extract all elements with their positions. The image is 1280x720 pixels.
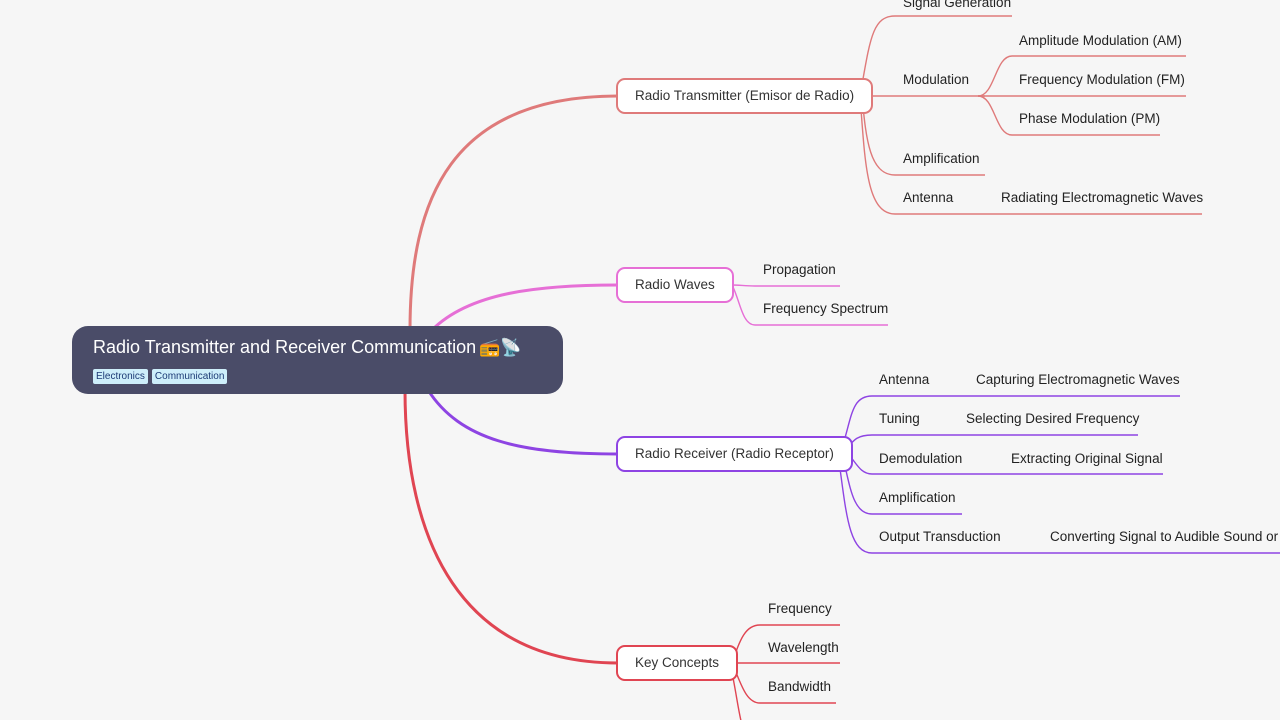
leaf-wavelength[interactable]: Wavelength: [768, 640, 839, 655]
leaf-signal-generation[interactable]: Signal Generation: [903, 0, 1012, 10]
tag-communication[interactable]: Communication: [151, 369, 228, 384]
branch-radio-transmitter[interactable]: Radio Transmitter (Emisor de Radio): [616, 78, 874, 114]
link-root-waves: [430, 283, 619, 332]
root-title-text: Radio Transmitter and Receiver Communica…: [93, 337, 477, 357]
leaf-radiating-waves[interactable]: Radiating Electromagnetic Waves: [1001, 190, 1204, 205]
root-title: Radio Transmitter and Receiver Communica…: [93, 337, 522, 358]
branch-key-concepts[interactable]: Key Concepts: [616, 645, 739, 681]
waves-links: [731, 284, 888, 326]
leaf-modulation[interactable]: Modulation: [903, 72, 970, 87]
leaf-propagation[interactable]: Propagation: [763, 262, 836, 277]
branch-radio-receiver[interactable]: Radio Receiver (Radio Receptor): [616, 436, 853, 472]
leaf-receiver-amplification[interactable]: Amplification: [879, 490, 956, 505]
link-root-receiver: [426, 389, 619, 456]
transmitter-links: [859, 15, 1202, 215]
root-tags: Electronics Communication: [93, 369, 228, 384]
leaf-transmitter-antenna[interactable]: Antenna: [903, 190, 954, 205]
leaf-transmitter-amplification[interactable]: Amplification: [903, 151, 980, 166]
leaf-output-transduction[interactable]: Output Transduction: [879, 529, 1001, 544]
leaf-bandwidth[interactable]: Bandwidth: [768, 679, 832, 694]
branch-radio-waves[interactable]: Radio Waves: [616, 267, 734, 303]
leaf-selecting-frequency[interactable]: Selecting Desired Frequency: [966, 411, 1140, 426]
leaf-receiver-antenna[interactable]: Antenna: [879, 372, 930, 387]
leaf-extracting-signal[interactable]: Extracting Original Signal: [1011, 451, 1163, 466]
leaf-tuning[interactable]: Tuning: [879, 411, 920, 426]
leaf-demodulation[interactable]: Demodulation: [879, 451, 963, 466]
leaf-converting-signal[interactable]: Converting Signal to Audible Sound or: [1050, 529, 1279, 544]
link-root-transmitter: [408, 94, 619, 331]
leaf-capturing-waves[interactable]: Capturing Electromagnetic Waves: [976, 372, 1180, 387]
leaf-frequency-modulation[interactable]: Frequency Modulation (FM): [1019, 72, 1185, 87]
root-node[interactable]: Radio Transmitter and Receiver Communica…: [72, 326, 563, 394]
link-root-concepts: [403, 389, 619, 665]
leaf-amplitude-modulation[interactable]: Amplitude Modulation (AM): [1019, 33, 1182, 48]
leaf-phase-modulation[interactable]: Phase Modulation (PM): [1019, 111, 1161, 126]
tag-electronics[interactable]: Electronics: [93, 369, 148, 384]
radio-satellite-emoji: 📻📡: [479, 338, 522, 358]
leaf-frequency[interactable]: Frequency: [768, 601, 832, 616]
leaf-frequency-spectrum[interactable]: Frequency Spectrum: [763, 301, 889, 316]
